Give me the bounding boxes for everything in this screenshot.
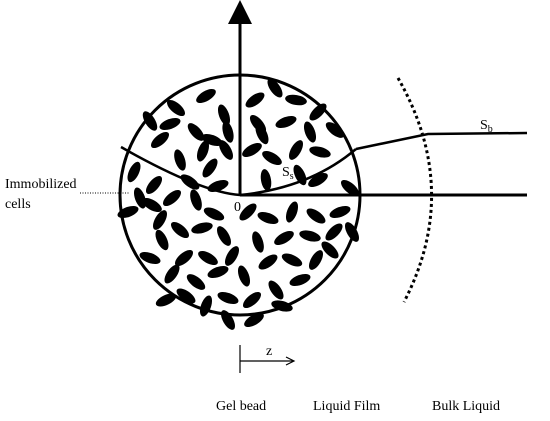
immobilized-cell [325, 223, 343, 241]
immobilized-cell [217, 104, 231, 126]
immobilized-cell [309, 250, 323, 270]
immobilized-cells-label-line1: Immobilized [5, 177, 77, 192]
immobilized-cell [176, 288, 196, 304]
immobilized-cell [244, 313, 264, 327]
immobilized-cell [258, 254, 278, 270]
immobilized-cell [199, 295, 213, 317]
immobilized-cell [150, 131, 170, 149]
immobilized-cell [308, 173, 328, 187]
immobilized-cell [257, 211, 279, 225]
immobilized-cells-label-line2: cells [5, 197, 31, 212]
immobilized-cell [153, 210, 167, 230]
immobilized-cell [321, 241, 339, 259]
immobilized-cell [159, 117, 181, 131]
immobilized-cell [249, 114, 267, 134]
immobilized-cell [239, 203, 257, 221]
immobilized-cell [219, 140, 233, 160]
immobilized-cell [274, 231, 294, 245]
immobilized-cell [268, 280, 284, 300]
immobilized-cell [285, 94, 307, 106]
immobilized-cell [196, 140, 210, 162]
immobilized-cell [198, 251, 218, 265]
immobilized-cell [174, 149, 186, 171]
immobilized-cell [221, 310, 235, 330]
immobilized-cell [340, 179, 360, 197]
immobilized-cell [139, 251, 161, 265]
immobilized-cell [345, 222, 359, 242]
immobilized-cell [329, 205, 351, 219]
immobilized-cell [306, 208, 326, 224]
surface-concentration-label: Ss [282, 165, 294, 182]
immobilized-cell [190, 189, 202, 211]
immobilized-cell [142, 111, 158, 131]
immobilized-cell [162, 189, 182, 207]
immobilized-cell [289, 273, 311, 287]
concentration-profile-film [355, 131, 528, 151]
immobilized-cell [285, 201, 299, 223]
immobilized-cell [325, 122, 345, 138]
immobilized-cell [127, 161, 141, 183]
origin-label: 0 [234, 200, 241, 215]
immobilized-cell [303, 121, 317, 143]
bulk-liquid-region-label: Bulk Liquid [432, 399, 500, 414]
immobilized-cell [166, 99, 186, 117]
immobilized-cell [186, 274, 206, 290]
bulk-concentration-label: Sb [480, 118, 493, 135]
immobilized-cell [242, 291, 262, 309]
immobilized-cell [203, 207, 225, 221]
immobilized-cell [155, 293, 177, 307]
immobilized-cell [299, 230, 321, 242]
concentration-profile-bead [120, 145, 357, 197]
immobilized-cell [187, 123, 205, 141]
immobilized-cell [262, 151, 282, 165]
immobilized-cell [174, 249, 194, 267]
immobilized-cell [155, 229, 169, 251]
immobilized-cell [142, 198, 162, 212]
immobilized-cell [217, 291, 239, 305]
immobilized-cells-group [117, 78, 360, 330]
immobilized-cell [267, 78, 283, 98]
immobilized-cell [170, 221, 190, 239]
immobilized-cell [202, 158, 218, 178]
immobilized-cell [245, 92, 265, 108]
immobilized-cell [196, 89, 216, 103]
z-axis-arrowhead [285, 356, 296, 366]
liquid-film-region-label: Liquid Film [313, 399, 380, 414]
immobilized-cell [237, 265, 251, 287]
immobilized-cell [309, 146, 331, 158]
immobilized-cell [281, 253, 303, 267]
immobilized-cell [289, 140, 303, 160]
gel-bead-region-label: Gel bead [216, 399, 266, 414]
immobilized-cell [191, 222, 213, 234]
liquid-film-boundary [396, 77, 433, 303]
immobilized-cell [242, 143, 262, 157]
z-axis-label: z [266, 344, 272, 359]
immobilized-cell [252, 231, 264, 253]
immobilized-cell [217, 226, 231, 246]
immobilized-cell [260, 169, 272, 191]
immobilized-cell [275, 115, 297, 129]
immobilized-cell [222, 121, 234, 143]
immobilized-cell [225, 246, 239, 266]
immobilized-cell [145, 175, 163, 195]
immobilized-cell [207, 265, 229, 279]
immobilized-cell [164, 264, 180, 284]
